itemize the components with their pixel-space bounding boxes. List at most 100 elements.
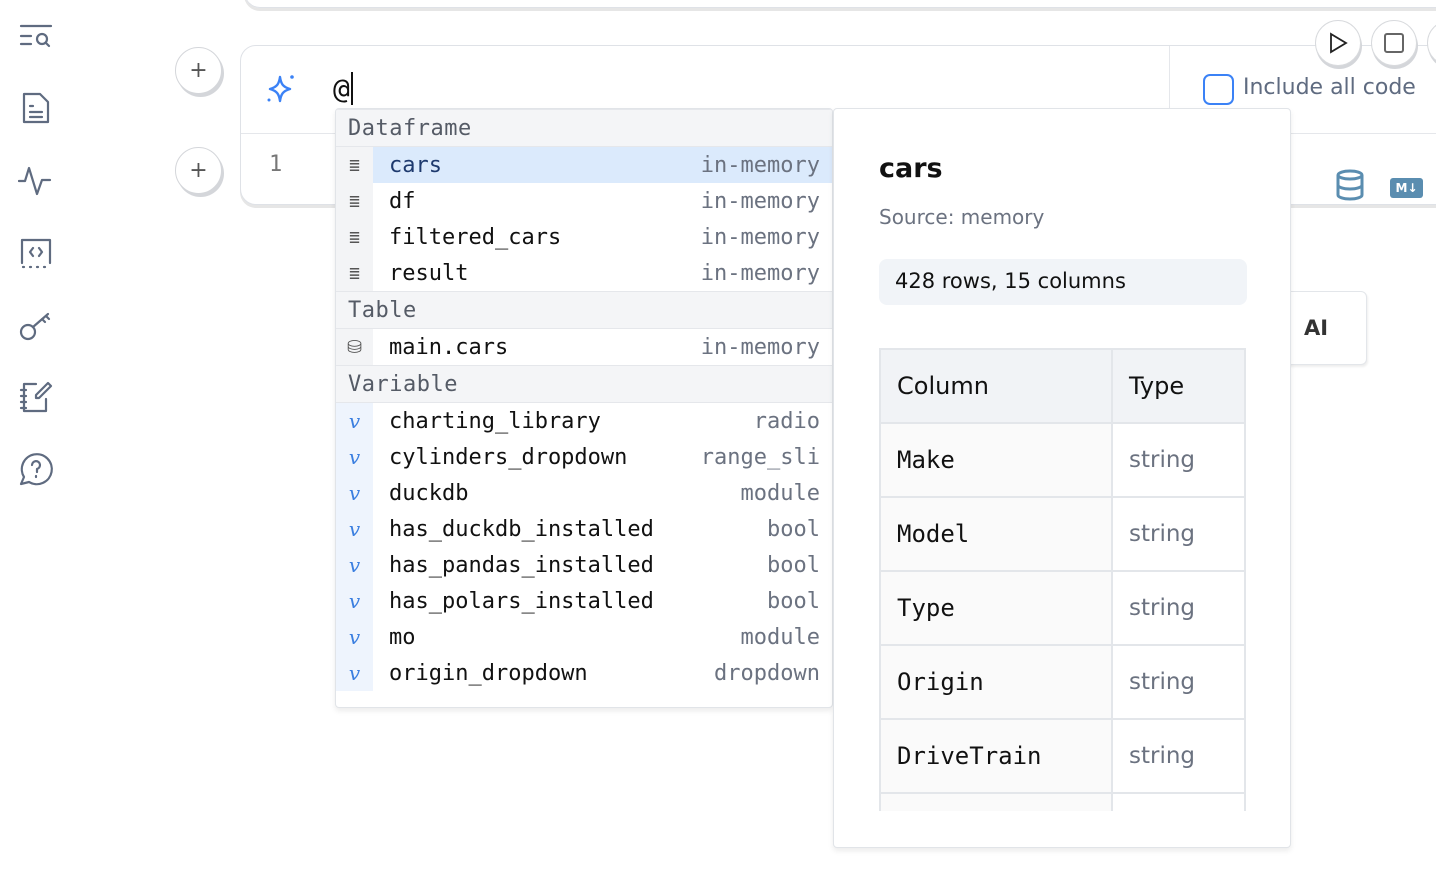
ai-button-label: AI	[1304, 316, 1329, 340]
item-label: charting_library	[389, 408, 601, 434]
column-header: Column	[879, 348, 1113, 424]
variable-icon: v	[336, 439, 373, 475]
activity-icon[interactable]	[17, 163, 54, 199]
add-cell-above-button[interactable]: +	[175, 47, 222, 94]
item-type: in-memory	[700, 224, 820, 250]
database-icon[interactable]	[1335, 169, 1365, 201]
outline-search-icon[interactable]	[18, 20, 54, 56]
table-row	[879, 792, 1246, 811]
section-header: Table	[336, 291, 832, 329]
variable-icon: v	[336, 511, 373, 547]
autocomplete-item[interactable]: ⛁ main.cars in-memory	[336, 329, 832, 365]
dataframe-icon: ≣	[336, 183, 373, 219]
variable-icon: v	[336, 403, 373, 439]
item-type: bool	[767, 516, 820, 542]
column-type: string	[1111, 644, 1246, 720]
item-type: bool	[767, 588, 820, 614]
item-type: module	[740, 480, 820, 506]
add-cell-below-button[interactable]: +	[175, 147, 222, 194]
column-name: Origin	[879, 644, 1113, 720]
item-label: filtered_cars	[389, 224, 562, 250]
line-number: 1	[269, 152, 283, 177]
dataframe-info-panel: cars Source: memory 428 rows, 15 columns…	[833, 108, 1291, 848]
item-label: result	[389, 260, 469, 286]
autocomplete-item[interactable]: v origin_dropdown dropdown	[336, 655, 832, 691]
column-type: string	[1111, 496, 1246, 572]
prompt-input[interactable]: @	[333, 72, 353, 105]
table-icon: ⛁	[336, 329, 373, 365]
item-label: cylinders_dropdown	[389, 444, 628, 470]
dataframe-icon: ≣	[336, 255, 373, 291]
run-button[interactable]	[1315, 20, 1361, 66]
notebook-edit-icon[interactable]	[18, 379, 54, 415]
item-label: df	[389, 188, 416, 214]
column-name: Model	[879, 496, 1113, 572]
include-all-code-label: Include all code	[1243, 75, 1416, 100]
dataframe-icon: ≣	[336, 219, 373, 255]
key-icon[interactable]	[18, 307, 54, 343]
autocomplete-item[interactable]: v has_polars_installed bool	[336, 583, 832, 619]
column-name: DriveTrain	[879, 718, 1113, 794]
autocomplete-item[interactable]: v cylinders_dropdown range_sli	[336, 439, 832, 475]
item-type: in-memory	[700, 152, 820, 178]
document-icon[interactable]	[18, 90, 54, 126]
item-label: mo	[389, 624, 416, 650]
column-type: string	[1111, 570, 1246, 646]
include-all-code-checkbox[interactable]	[1203, 74, 1234, 105]
help-chat-icon[interactable]	[18, 451, 54, 487]
type-header: Type	[1111, 348, 1246, 424]
stop-button[interactable]	[1371, 20, 1417, 66]
item-type: bool	[767, 552, 820, 578]
column-type: string	[1111, 718, 1246, 794]
column-name: Type	[879, 570, 1113, 646]
autocomplete-item[interactable]: ≣ cars in-memory	[336, 147, 832, 183]
code-snippet-icon[interactable]	[18, 235, 54, 271]
item-label: has_pandas_installed	[389, 552, 654, 578]
variable-icon: v	[336, 655, 373, 691]
variable-icon: v	[336, 583, 373, 619]
info-source: Source: memory	[879, 205, 1045, 229]
column-type: string	[1111, 422, 1246, 498]
section-header: Variable	[336, 365, 832, 403]
variable-icon: v	[336, 619, 373, 655]
item-type: module	[740, 624, 820, 650]
item-type: in-memory	[700, 260, 820, 286]
item-type: radio	[753, 408, 820, 434]
ai-sparkle-icon	[267, 75, 294, 103]
item-label: origin_dropdown	[389, 660, 588, 686]
item-type: in-memory	[700, 334, 820, 360]
column-name: Make	[879, 422, 1113, 498]
variable-icon: v	[336, 475, 373, 511]
markdown-icon[interactable]: M↓	[1390, 178, 1423, 198]
item-label: main.cars	[389, 334, 509, 360]
item-type: dropdown	[714, 660, 820, 686]
dataframe-icon: ≣	[336, 147, 373, 183]
info-title: cars	[879, 153, 943, 184]
item-label: has_polars_installed	[389, 588, 654, 614]
section-header: Dataframe	[336, 109, 832, 147]
autocomplete-item[interactable]: v has_pandas_installed bool	[336, 547, 832, 583]
autocomplete-item[interactable]: v has_duckdb_installed bool	[336, 511, 832, 547]
item-type: range_sli	[700, 444, 820, 470]
info-stats: 428 rows, 15 columns	[879, 259, 1247, 305]
previous-cell	[244, 0, 1436, 8]
item-label: cars	[389, 152, 442, 178]
item-type: in-memory	[700, 188, 820, 214]
autocomplete-item[interactable]: ≣ result in-memory	[336, 255, 832, 291]
item-label: duckdb	[389, 480, 469, 506]
variable-icon: v	[336, 547, 373, 583]
item-label: has_duckdb_installed	[389, 516, 654, 542]
autocomplete-item[interactable]: ≣ filtered_cars in-memory	[336, 219, 832, 255]
autocomplete-item[interactable]: v charting_library radio	[336, 403, 832, 439]
autocomplete-item[interactable]: ≣ df in-memory	[336, 183, 832, 219]
